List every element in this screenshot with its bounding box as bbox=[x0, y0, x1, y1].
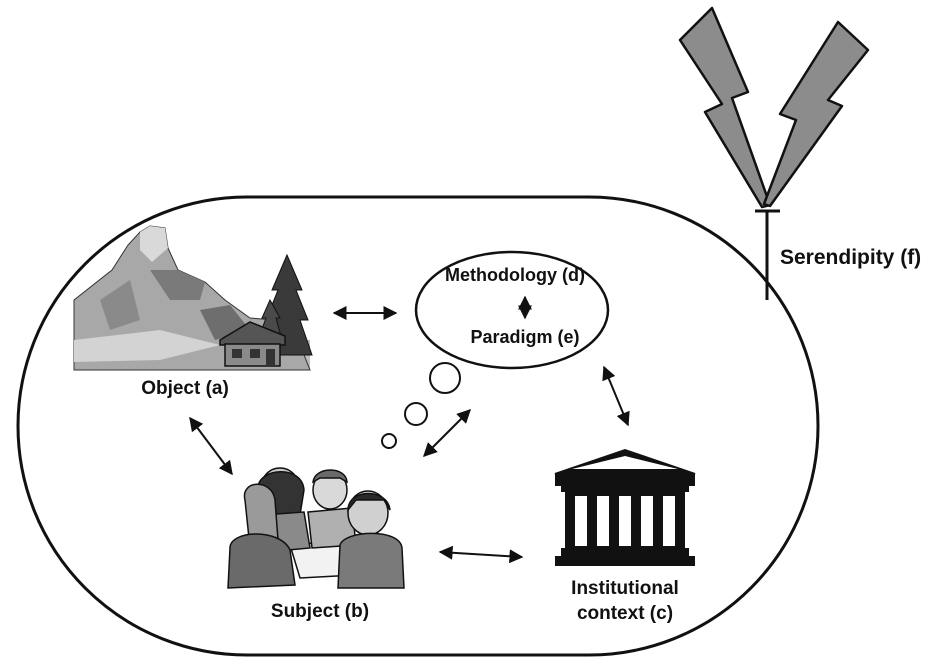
system-boundary bbox=[16, 195, 820, 657]
thought-bubble-icon bbox=[381, 362, 461, 449]
arrow-subject-institution bbox=[438, 545, 524, 564]
label-subject: Subject (b) bbox=[270, 601, 370, 622]
label-institution-line1: Institutional bbox=[571, 578, 679, 599]
label-institution-line2: context (c) bbox=[576, 603, 674, 624]
label-paradigm: Paradigm (e) bbox=[470, 327, 580, 347]
mountain-landscape-icon bbox=[73, 225, 313, 371]
label-methodology: Methodology (d) bbox=[445, 265, 585, 285]
serendipity-lightning-icon bbox=[678, 6, 870, 300]
method-paradigm-ellipse bbox=[414, 250, 610, 370]
group-of-people-icon bbox=[227, 467, 405, 589]
classical-building-icon bbox=[554, 448, 696, 566]
arrow-subject-paradigm bbox=[423, 409, 471, 457]
label-object: Object (a) bbox=[141, 378, 229, 399]
arrow-paradigm-institution bbox=[602, 365, 630, 427]
label-serendipity: Serendipity (f) bbox=[780, 246, 922, 269]
arrow-object-subject bbox=[189, 416, 233, 476]
